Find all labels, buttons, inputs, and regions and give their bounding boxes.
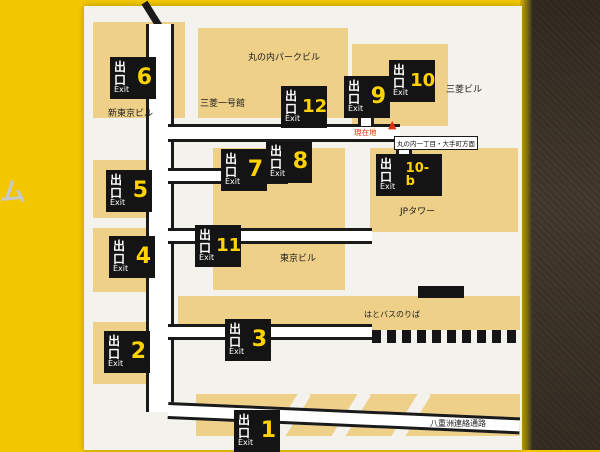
exit-number: 10 <box>410 70 436 91</box>
exit-en-label: Exit <box>114 85 130 95</box>
exit-label-group: 出口 Exit <box>285 90 300 124</box>
exit-jp-label: 出口 <box>108 334 121 361</box>
exit-jp-label: 出口 <box>393 63 406 90</box>
exit-label-group: 出口 Exit <box>199 229 214 263</box>
exit-en-label: Exit <box>380 182 396 192</box>
exit-1-box: 出口 Exit 1 <box>234 410 280 452</box>
exit-label-group: 出口 Exit <box>348 80 369 114</box>
exit-number: 5 <box>132 178 148 203</box>
exit-en-label: Exit <box>225 177 241 187</box>
exit-en-label: Exit <box>229 347 245 357</box>
exit-jp-label: 出口 <box>199 228 212 255</box>
exit-jp-label: 出口 <box>113 239 126 266</box>
exit-11-box: 出口 Exit 11 <box>195 225 241 267</box>
exit-10-box: 出口 Exit 10 <box>389 60 435 102</box>
exit-number: 4 <box>135 244 151 269</box>
exit-en-label: Exit <box>285 114 301 124</box>
exit-number: 1 <box>260 418 276 443</box>
exit-jp-label: 出口 <box>380 157 393 184</box>
label-marunouchi-park: 丸の内パークビル <box>248 53 321 63</box>
exit-jp-label: 出口 <box>114 60 127 87</box>
label-hato-bus: はとバスのりば <box>364 310 420 319</box>
exit-label-group: 出口 Exit <box>393 64 408 98</box>
exit-label-group: 出口 Exit <box>108 335 129 369</box>
label-jp-tower: JPタワー <box>400 207 436 217</box>
exit-jp-label: 出口 <box>348 79 361 106</box>
exit-8-box: 出口 Exit 8 <box>266 141 312 183</box>
exit-12-box: 出口 Exit 12 <box>281 86 327 128</box>
exit-5-box: 出口 Exit 5 <box>106 170 152 212</box>
exit-en-label: Exit <box>199 253 215 263</box>
exit-label-group: 出口 Exit <box>270 145 291 179</box>
exit-number: 11 <box>216 235 242 256</box>
label-yaesu-passage: 八重洲連絡通路 <box>430 419 486 428</box>
exit-label-group: 出口 Exit <box>229 323 250 357</box>
exit-number: 12 <box>302 96 328 117</box>
exit-number: 3 <box>251 327 267 352</box>
current-location-marker-icon: ▲ <box>388 118 397 131</box>
exit-number: 2 <box>130 339 146 364</box>
exit-jp-label: 出口 <box>270 144 283 171</box>
sign-right-edge <box>520 0 532 450</box>
exit-number: 7 <box>247 157 263 182</box>
exit-label-group: 出口 Exit <box>225 153 246 187</box>
sign-side-text: ム <box>0 178 27 208</box>
exit-2-box: 出口 Exit 2 <box>104 331 150 373</box>
exit-jp-label: 出口 <box>225 152 238 179</box>
exit-number: 10-b <box>405 161 430 189</box>
exit-en-label: Exit <box>270 169 286 179</box>
exit-10b-box: 出口 Exit 10-b <box>376 154 442 196</box>
exit-jp-label: 出口 <box>229 322 242 349</box>
label-mitsubishi-bldg: 三菱ビル <box>446 85 483 95</box>
exit-label-group: 出口 Exit <box>114 61 135 95</box>
exit-number: 6 <box>136 65 152 90</box>
direction-sign-box: 丸の内一丁目・大手町方面 <box>394 136 478 150</box>
exit-jp-label: 出口 <box>238 413 251 440</box>
exit-en-label: Exit <box>113 264 129 274</box>
current-location-label: 現在地 <box>354 128 377 137</box>
exit-en-label: Exit <box>393 88 409 98</box>
exit-4-box: 出口 Exit 4 <box>109 236 155 278</box>
exit-9-box: 出口 Exit 9 <box>344 76 390 118</box>
bus-bay-marks <box>372 330 517 343</box>
exit-jp-label: 出口 <box>285 89 298 116</box>
exit-3-box: 出口 Exit 3 <box>225 319 271 361</box>
exit-en-label: Exit <box>348 104 364 114</box>
exit-en-label: Exit <box>110 198 126 208</box>
exit-label-group: 出口 Exit <box>380 158 404 192</box>
wall-background <box>532 0 600 450</box>
exit-en-label: Exit <box>238 438 254 448</box>
exit-number: 9 <box>370 84 386 109</box>
map-black-structure <box>418 286 464 298</box>
exit-label-group: 出口 Exit <box>110 174 131 208</box>
exit-number: 8 <box>292 149 308 174</box>
exit-7-box: 出口 Exit 7 <box>221 149 267 191</box>
exit-label-group: 出口 Exit <box>238 414 259 448</box>
exit-jp-label: 出口 <box>110 173 123 200</box>
label-tokyo-bldg: 東京ビル <box>280 254 317 264</box>
label-mitsubishi-ichigokan: 三菱一号館 <box>200 99 246 109</box>
label-shin-tokyo-bldg: 新東京ビル <box>108 109 154 119</box>
exit-en-label: Exit <box>108 359 124 369</box>
exit-label-group: 出口 Exit <box>113 240 134 274</box>
exit-6-box: 出口 Exit 6 <box>110 57 156 99</box>
